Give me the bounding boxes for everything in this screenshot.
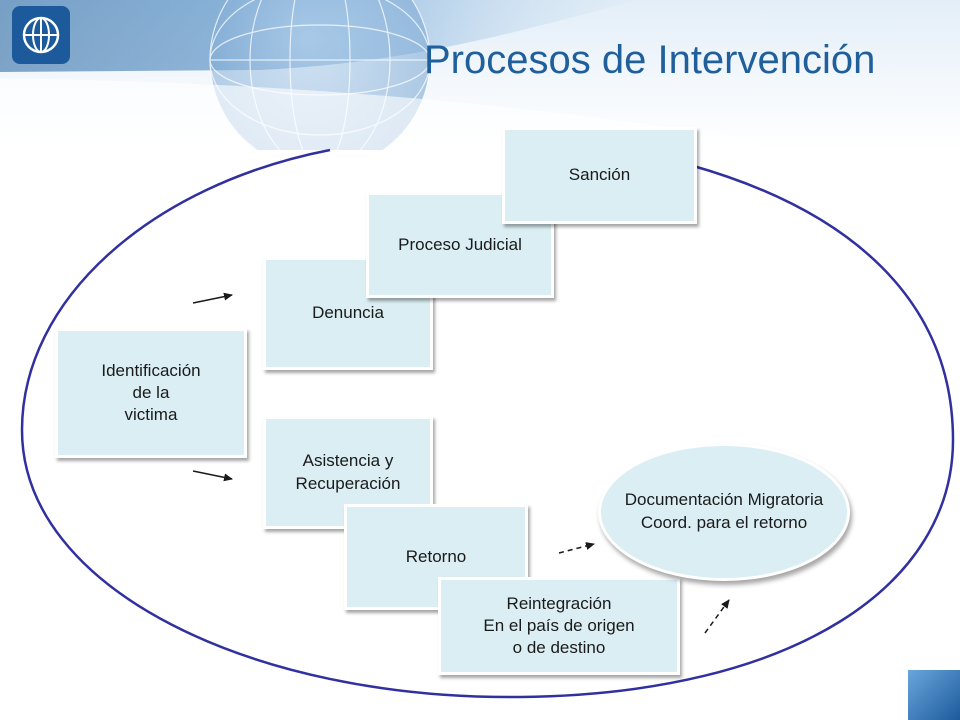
boundary-ellipse xyxy=(20,148,955,699)
node-reintegracion-line-2: En el país de origen xyxy=(483,615,635,635)
node-asistencia-line-1: Asistencia y xyxy=(302,451,394,471)
node-identificacion-line-3: victima xyxy=(124,405,178,425)
node-retorno-label: Retorno xyxy=(405,546,467,566)
node-documentacion-line-1: Documentación xyxy=(624,490,743,510)
node-reintegracion-line-3: o de destino xyxy=(512,638,606,658)
node-identificacion-line-1: Identificación xyxy=(101,360,201,380)
node-proceso-judicial-label: Proceso Judicial xyxy=(398,234,522,254)
node-identificacion-line-2: de la xyxy=(132,382,170,402)
node-documentacion-line-4: retorno xyxy=(753,513,808,532)
node-sancion: Sanción xyxy=(502,127,697,224)
node-documentacion-line-2: Migratoria xyxy=(747,490,824,510)
arrow-to-asistencia xyxy=(192,470,233,482)
node-identificacion: Identificación de la victima xyxy=(55,328,247,458)
node-reintegracion: Reintegración En el país de origen o de … xyxy=(438,577,680,675)
arrow-to-denuncia xyxy=(192,292,233,304)
node-sancion-label: Sanción xyxy=(568,165,631,185)
iom-globe-logo-icon xyxy=(12,6,70,64)
page-title: Procesos de Intervención xyxy=(424,38,876,82)
node-documentacion-line-3: Coord. para el xyxy=(640,513,749,532)
node-asistencia-line-2: Recuperación xyxy=(295,473,401,493)
dashed-arrow-reintegracion-to-documentacion xyxy=(704,599,730,634)
node-denuncia-label: Denuncia xyxy=(312,303,384,323)
dashed-arrow-retorno-to-documentacion xyxy=(558,542,595,554)
node-reintegracion-line-1: Reintegración xyxy=(506,593,612,613)
logo-globe-icon xyxy=(22,16,60,54)
node-documentacion: Documentación Migratoria Coord. para el … xyxy=(598,443,850,581)
corner-accent-square xyxy=(908,670,960,720)
